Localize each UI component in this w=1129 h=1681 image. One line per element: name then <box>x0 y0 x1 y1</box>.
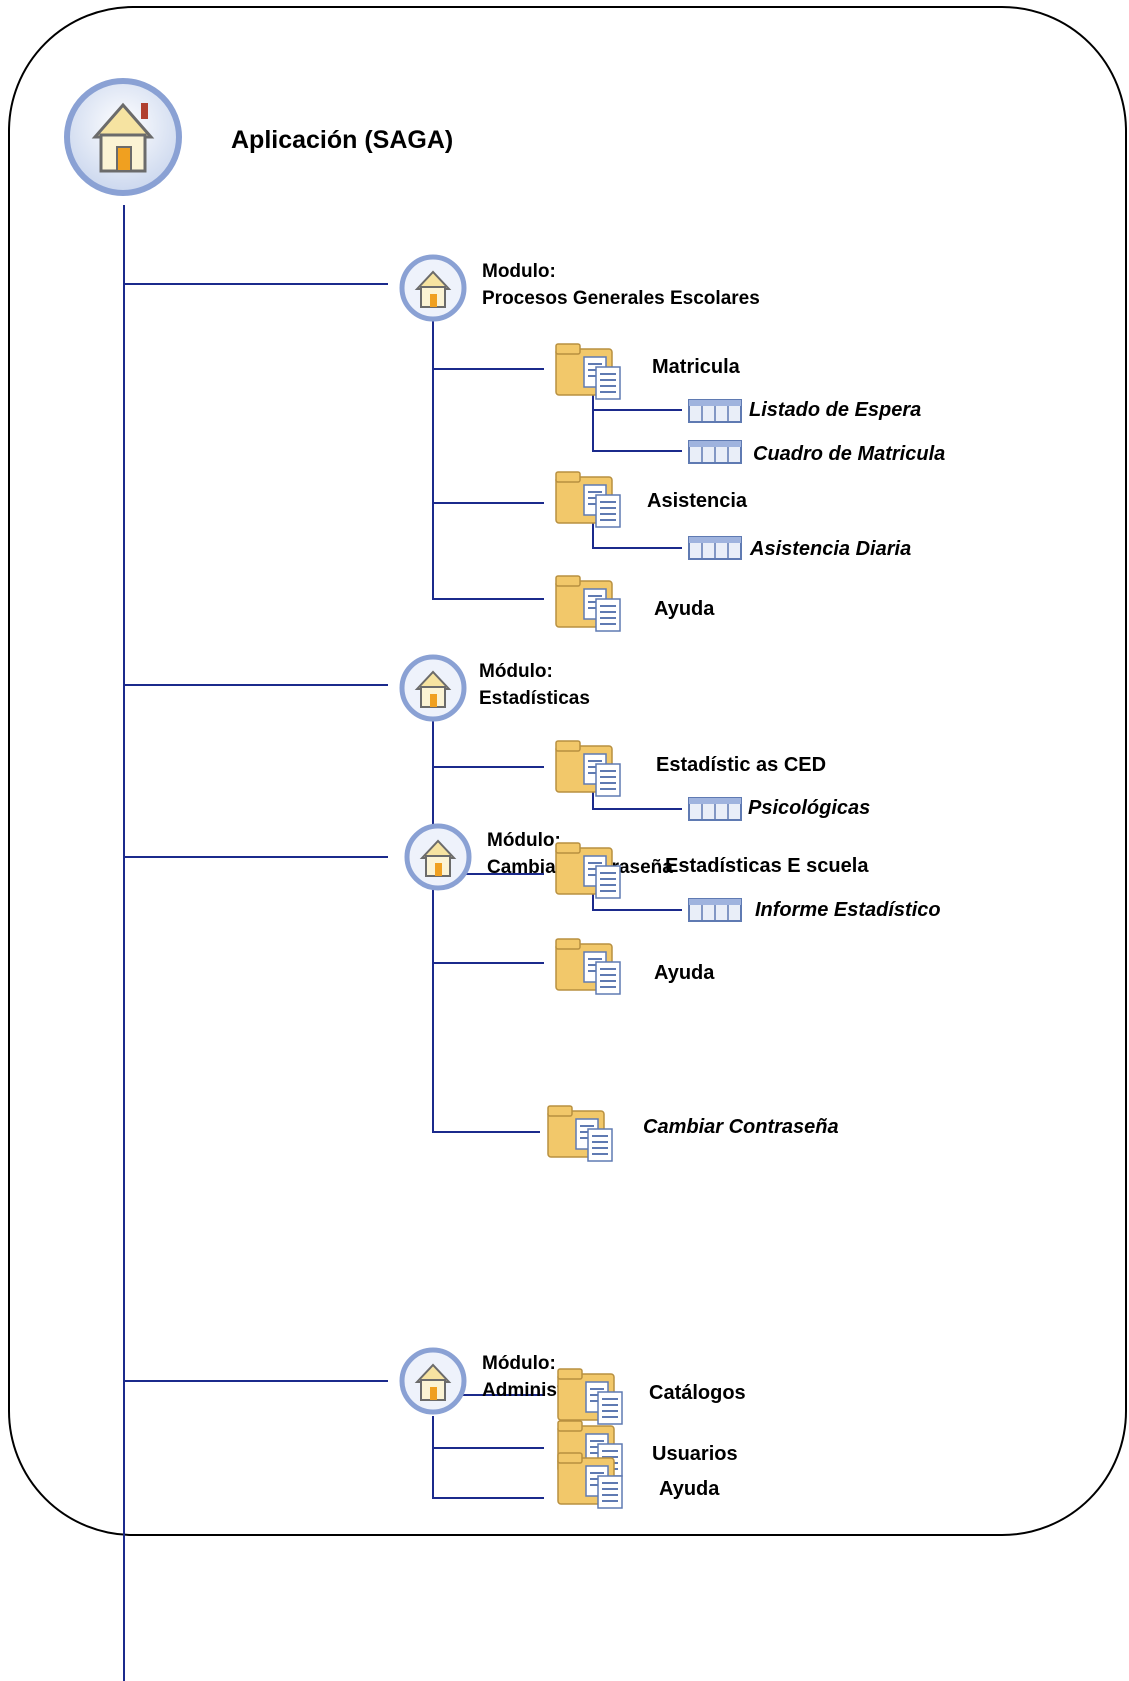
module-3-home-icon[interactable] <box>403 822 473 892</box>
folder-label-ayuda-1[interactable]: Ayuda <box>654 598 715 620</box>
folder-label-usuarios[interactable]: Usuarios <box>652 1443 738 1465</box>
table-icon[interactable] <box>688 399 742 428</box>
module-3-line1: Módulo: <box>487 830 561 851</box>
folder-icon[interactable] <box>554 469 630 536</box>
table-icon[interactable] <box>688 440 742 469</box>
module-2-label: Módulo: Estadísticas <box>479 658 590 712</box>
folder-icon[interactable] <box>554 840 630 907</box>
connector-m2f1-stem <box>592 786 594 810</box>
connector-m4-f1 <box>432 1447 544 1449</box>
folder-label-estadisticas-escuela[interactable]: Estadísticas E scuela <box>665 855 869 877</box>
connector-m4-f2 <box>432 1394 544 1396</box>
page-label-psicologicas[interactable]: Psicológicas <box>748 797 871 819</box>
connector-module-4 <box>123 1380 388 1382</box>
folder-label-asistencia[interactable]: Asistencia <box>647 490 748 512</box>
connector-m2-f3 <box>432 962 544 964</box>
connector-m1-stem <box>432 318 434 600</box>
folder-label-catalogos[interactable]: Catálogos <box>649 1382 746 1404</box>
connector-m1-f3 <box>432 598 544 600</box>
connector-module-1 <box>123 283 388 285</box>
folder-label-estadisticas-ced[interactable]: Estadístic as CED <box>656 754 827 776</box>
connector-f1-c1 <box>592 409 682 411</box>
table-icon[interactable] <box>688 797 742 826</box>
app-title: Aplicación (SAGA) <box>231 126 454 154</box>
module-4-home-icon[interactable] <box>398 1346 468 1416</box>
folder-label-ayuda-2[interactable]: Ayuda <box>654 962 715 984</box>
connector-m4-f3 <box>432 1497 544 1499</box>
connector-f1-c2 <box>592 450 682 452</box>
connector-f1-stem <box>592 388 594 451</box>
connector-trunk <box>123 205 125 1681</box>
module-1-label: Modulo: Procesos Generales Escolares <box>482 258 760 312</box>
page-label-cuadro-matricula[interactable]: Cuadro de Matricula <box>753 443 946 465</box>
home-icon <box>63 75 183 205</box>
folder-icon[interactable] <box>554 573 630 640</box>
connector-f2-c1 <box>592 547 682 549</box>
connector-m2-f2 <box>432 873 544 875</box>
folder-label-ayuda-3[interactable]: Ayuda <box>659 1478 720 1500</box>
folder-label-matricula[interactable]: Matricula <box>652 356 740 378</box>
folder-label-cambiar-contrasena[interactable]: Cambiar Contraseña <box>643 1116 839 1138</box>
connector-m3-stem <box>432 890 434 1133</box>
connector-m2f2-c1 <box>592 909 682 911</box>
connector-m1-f2 <box>432 502 544 504</box>
connector-m4-stem <box>432 1416 434 1499</box>
connector-m2f1-c1 <box>592 808 682 810</box>
module-1-line2: Procesos Generales Escolares <box>482 288 760 309</box>
module-2-line2: Estadísticas <box>479 688 590 709</box>
folder-icon[interactable] <box>554 936 630 1003</box>
table-icon[interactable] <box>688 536 742 565</box>
module-1-line1: Modulo: <box>482 261 556 282</box>
module-2-line1: Módulo: <box>479 661 553 682</box>
folder-icon[interactable] <box>546 1103 622 1170</box>
connector-f2-stem <box>592 520 594 549</box>
page-label-listado-espera[interactable]: Listado de Espera <box>749 399 922 421</box>
folder-icon[interactable] <box>556 1450 632 1517</box>
page-label-informe-estadistico[interactable]: Informe Estadístico <box>755 899 941 921</box>
module-1-home-icon[interactable] <box>398 253 468 323</box>
connector-m1-f1 <box>432 368 544 370</box>
folder-icon[interactable] <box>554 341 630 408</box>
connector-m3-f1 <box>432 1131 540 1133</box>
connector-module-2 <box>123 684 388 686</box>
folder-icon[interactable] <box>556 1366 632 1433</box>
page-label-asistencia-diaria[interactable]: Asistencia Diaria <box>750 538 912 560</box>
connector-m2-f1 <box>432 766 544 768</box>
folder-icon[interactable] <box>554 738 630 805</box>
connector-m2f2-stem <box>592 890 594 911</box>
module-2-home-icon[interactable] <box>398 653 468 723</box>
table-icon[interactable] <box>688 898 742 927</box>
connector-module-3 <box>123 856 388 858</box>
module-4-line1: Módulo: <box>482 1353 556 1374</box>
